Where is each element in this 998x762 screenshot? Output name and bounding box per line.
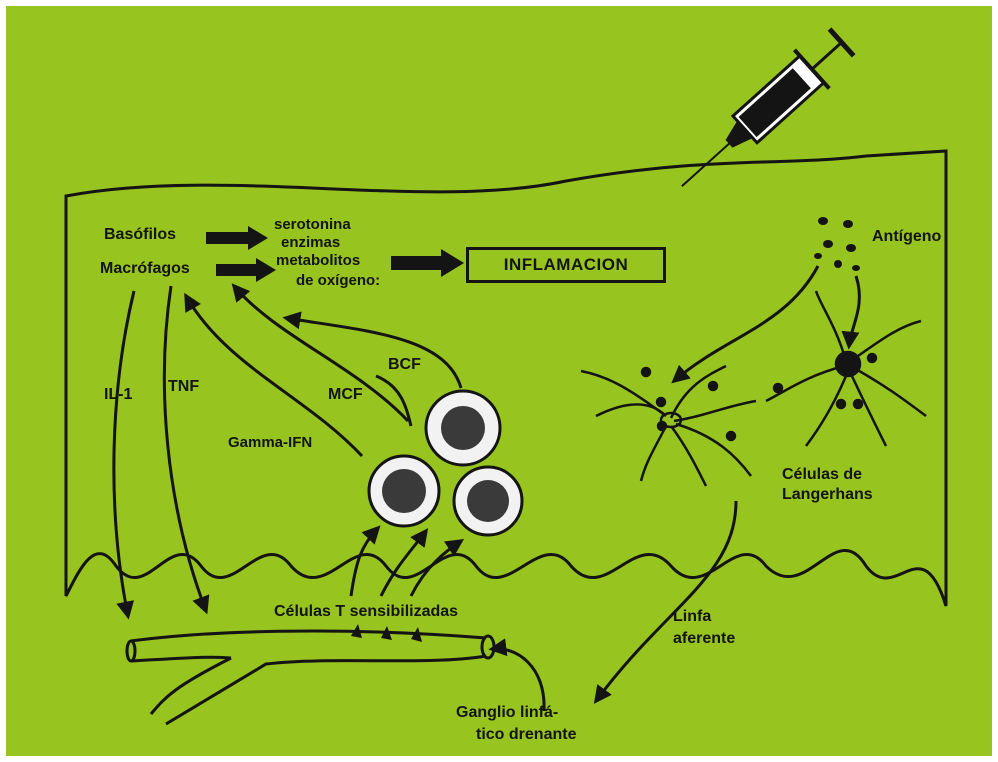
label-il1: IL-1 — [104, 386, 132, 404]
diagram-canvas: Basófilos Macrófagos serotonina enzimas … — [6, 6, 992, 756]
syringe-icon — [664, 23, 859, 206]
antigen-particles — [814, 217, 860, 271]
label-macrofagos: Macrófagos — [100, 260, 190, 278]
label-langerhans-2: Langerhans — [782, 486, 873, 504]
diagram-drawing — [6, 6, 992, 756]
langerhans-cell — [581, 366, 756, 486]
label-inflamacion: INFLAMACION — [504, 255, 628, 275]
label-linfa-2: aferente — [673, 630, 735, 648]
arrow-gamma — [186, 296, 362, 456]
label-basofilos: Basófilos — [104, 226, 176, 244]
label-tnf: TNF — [168, 378, 199, 396]
label-oxigeno: de oxígeno: — [296, 272, 380, 290]
label-serotonina: serotonina — [274, 216, 351, 234]
label-gamma-ifn: Gamma-IFN — [228, 434, 312, 452]
t-cell — [369, 391, 522, 535]
label-enzimas: enzimas — [281, 234, 340, 252]
label-mcf: MCF — [328, 386, 363, 404]
label-ganglio-2: tico drenante — [476, 726, 576, 744]
label-linfa-1: Linfa — [673, 608, 711, 626]
langerhans-cell — [766, 291, 926, 446]
inflamacion-box: INFLAMACION — [466, 247, 666, 283]
label-langerhans-1: Células de — [782, 466, 862, 484]
label-bcf: BCF — [388, 356, 421, 374]
blood-vessel — [127, 631, 494, 724]
label-antigeno: Antígeno — [872, 228, 941, 246]
arrow-bcf — [286, 318, 461, 388]
label-metabolitos: metabolitos — [276, 252, 360, 270]
arrow-mcf — [234, 286, 408, 421]
label-celulas-t: Células T sensibilizadas — [274, 603, 458, 621]
label-ganglio-1: Ganglio linfá- — [456, 704, 558, 722]
